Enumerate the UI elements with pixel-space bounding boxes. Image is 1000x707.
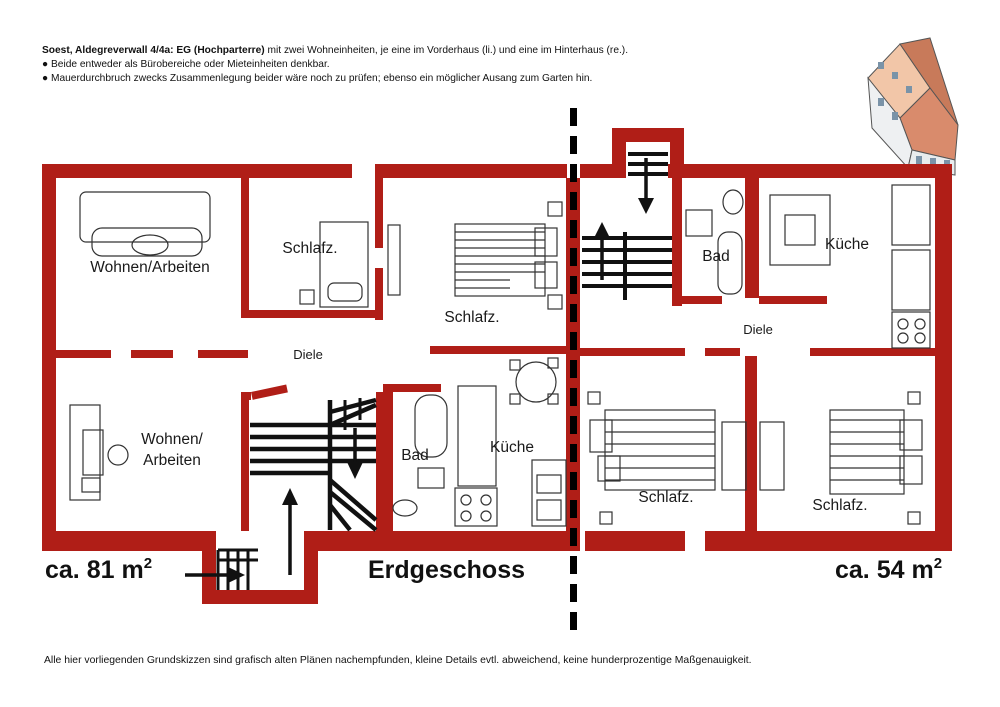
room-wohnen-line1: Wohnen/ bbox=[141, 431, 203, 448]
header-line-1: Soest, Aldegreverwall 4/4a: EG (Hochpart… bbox=[42, 44, 628, 57]
outer-walls bbox=[42, 128, 952, 604]
room-schlafz-left: Schlafz. bbox=[444, 309, 499, 326]
area-left-sup: 2 bbox=[144, 555, 152, 572]
footer-note: Alle hier vorliegenden Grundskizzen sind… bbox=[44, 655, 752, 666]
room-wohnen-line2: Arbeiten bbox=[143, 452, 201, 469]
room-diele-right: Diele bbox=[743, 322, 773, 337]
unit-divider bbox=[570, 108, 577, 630]
room-kueche-left: Küche bbox=[490, 439, 534, 456]
room-diele-left: Diele bbox=[293, 347, 323, 362]
room-kueche-right: Küche bbox=[825, 236, 869, 253]
room-wohnen-arbeiten-top: Wohnen/Arbeiten bbox=[90, 259, 210, 276]
room-schlafz-right2: Schlafz. bbox=[812, 497, 867, 514]
room-bad-right: Bad bbox=[702, 248, 730, 265]
area-left: ca. 81 m2 bbox=[45, 555, 152, 584]
stair-arrows bbox=[185, 158, 654, 583]
staircase-entry bbox=[216, 548, 258, 590]
room-schlafz-small: Schlafz. bbox=[282, 240, 337, 257]
room-schlafz-right1: Schlafz. bbox=[638, 489, 693, 506]
house-icon bbox=[867, 37, 959, 176]
area-right-value: ca. 54 m bbox=[835, 556, 934, 584]
interior-walls bbox=[56, 178, 935, 551]
header-title-rest: mit zwei Wohneinheiten, je eine im Vorde… bbox=[264, 45, 629, 56]
furniture bbox=[69, 184, 931, 527]
header-bullet-2: ● Mauerdurchbruch zwecks Zusammenlegung … bbox=[42, 73, 593, 84]
area-left-value: ca. 81 m bbox=[45, 556, 144, 584]
room-bad-left: Bad bbox=[401, 447, 429, 464]
area-right-sup: 2 bbox=[934, 555, 942, 572]
area-right: ca. 54 m2 bbox=[835, 555, 942, 584]
header-title-bold: Soest, Aldegreverwall 4/4a: EG (Hochpart… bbox=[42, 45, 265, 56]
header-bullet-1: ● Beide entweder als Bürobereiche oder M… bbox=[42, 59, 330, 70]
floor-name: Erdgeschoss bbox=[368, 556, 525, 584]
